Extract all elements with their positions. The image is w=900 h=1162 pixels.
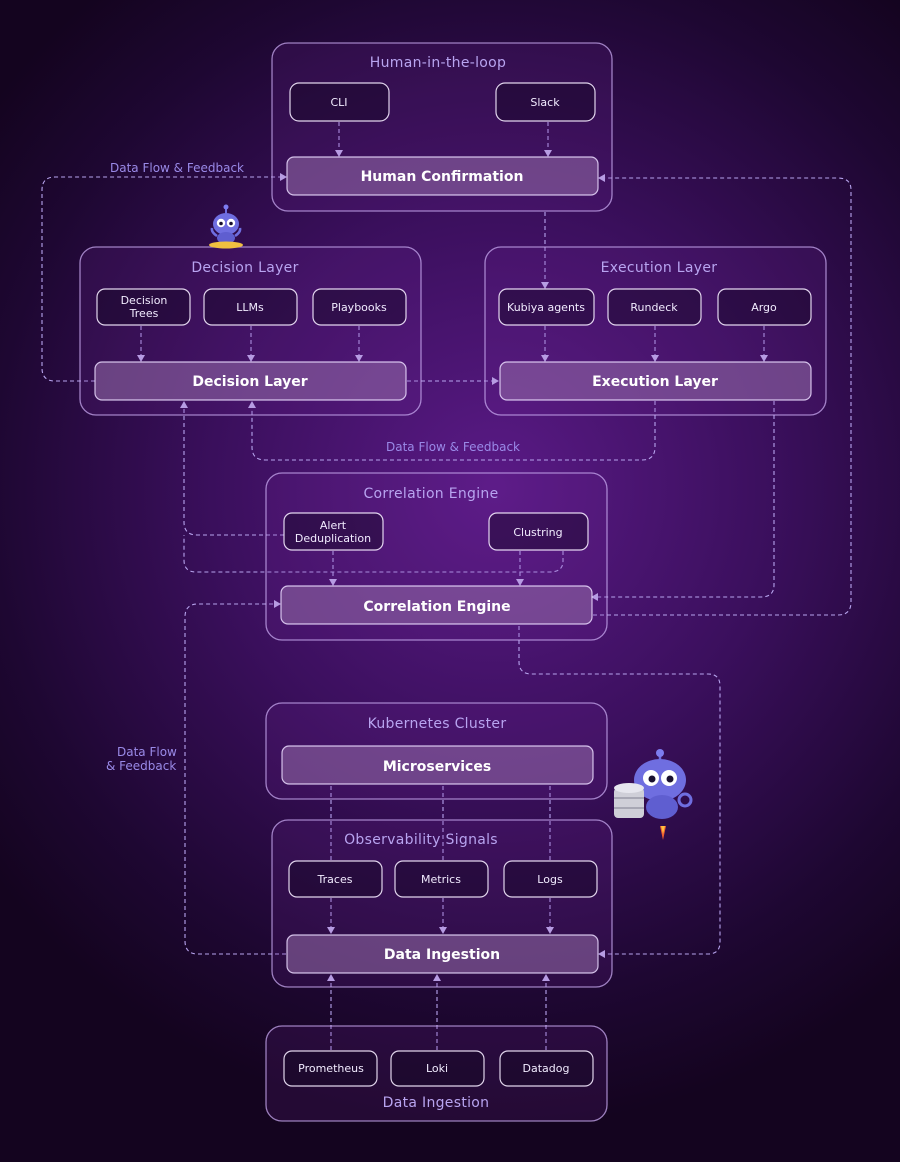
flow-label-left-line1: Data Flow — [117, 745, 177, 759]
node-decision-trees-label-2: Trees — [129, 307, 159, 320]
node-playbooks-label: Playbooks — [331, 301, 387, 314]
node-human-confirmation-label: Human Confirmation — [361, 169, 524, 185]
node-execution-layer-label: Execution Layer — [592, 374, 718, 390]
meditating-robot-mascot-icon — [209, 204, 243, 249]
node-traces-label: Traces — [317, 873, 353, 886]
node-microservices — [281, 745, 594, 785]
node-alert-deduplication-label-2: Deduplication — [295, 532, 371, 545]
node-decision-layer-label: Decision Layer — [192, 374, 307, 390]
node-correlation-engine-label: Correlation Engine — [363, 599, 510, 615]
group-title-observability: Observability Signals — [344, 832, 498, 848]
node-decision-layer — [94, 361, 407, 401]
connectors — [41, 122, 852, 1050]
node-rundeck — [607, 288, 702, 326]
node-logs-label: Logs — [537, 873, 563, 886]
node-prometheus — [283, 1050, 378, 1087]
node-loki-label: Loki — [426, 1062, 448, 1075]
node-rundeck-label: Rundeck — [630, 301, 678, 314]
group-title-correlation: Correlation Engine — [363, 486, 498, 502]
decision-layer-group: Decision Layer Decision Trees LLMs Playb… — [79, 246, 422, 416]
node-data-ingestion — [286, 934, 599, 974]
node-logs — [503, 860, 598, 898]
group-title-execution: Execution Layer — [601, 260, 718, 276]
execution-layer-group: Execution Layer Kubiya agents Rundeck Ar… — [484, 246, 827, 416]
observability-signals-group: Observability Signals Traces Metrics Log… — [271, 819, 613, 988]
node-kubiya-agents-label: Kubiya agents — [507, 301, 585, 314]
flow-label-left-line2: & Feedback — [106, 759, 176, 773]
node-metrics — [394, 860, 489, 898]
node-playbooks — [312, 288, 407, 326]
node-cli — [289, 82, 390, 122]
correlation-engine-group: Correlation Engine Alert Deduplication C… — [265, 472, 608, 641]
node-human-confirmation — [286, 156, 599, 196]
human-in-the-loop-group: Human-in-the-loop CLI Slack Human Confir… — [271, 42, 613, 212]
group-title-human-loop: Human-in-the-loop — [370, 55, 506, 71]
node-microservices-label: Microservices — [383, 759, 491, 775]
flow-label-top: Data Flow & Feedback — [110, 161, 244, 175]
data-sources-group: Prometheus Loki Datadog Data Ingestion — [265, 1025, 608, 1122]
node-traces — [288, 860, 383, 898]
node-argo-label: Argo — [751, 301, 777, 314]
node-decision-trees-label-1: Decision — [121, 294, 168, 307]
node-clustring — [488, 512, 589, 551]
node-decision-trees — [96, 288, 191, 326]
node-datadog-label: Datadog — [523, 1062, 570, 1075]
node-clustring-label: Clustring — [513, 526, 562, 539]
node-cli-label: CLI — [330, 96, 347, 109]
database-robot-mascot-icon — [614, 749, 693, 840]
node-llms — [203, 288, 298, 326]
kubernetes-cluster-group: Kubernetes Cluster Microservices — [265, 702, 608, 800]
node-alert-deduplication-label-1: Alert — [320, 519, 347, 532]
node-data-ingestion-label: Data Ingestion — [384, 947, 500, 963]
node-argo — [717, 288, 812, 326]
node-correlation-engine — [280, 585, 593, 625]
node-prometheus-label: Prometheus — [298, 1062, 364, 1075]
node-kubiya-agents — [498, 288, 595, 326]
group-title-decision: Decision Layer — [191, 260, 298, 276]
node-datadog — [499, 1050, 594, 1087]
group-title-kubernetes: Kubernetes Cluster — [368, 716, 507, 732]
node-execution-layer — [499, 361, 812, 401]
node-llms-label: LLMs — [236, 301, 264, 314]
group-title-data-sources: Data Ingestion — [383, 1095, 490, 1111]
node-slack — [495, 82, 596, 122]
node-loki — [390, 1050, 485, 1087]
node-slack-label: Slack — [530, 96, 560, 109]
flow-label-middle: Data Flow & Feedback — [386, 440, 520, 454]
node-alert-deduplication — [283, 512, 384, 551]
node-metrics-label: Metrics — [421, 873, 461, 886]
